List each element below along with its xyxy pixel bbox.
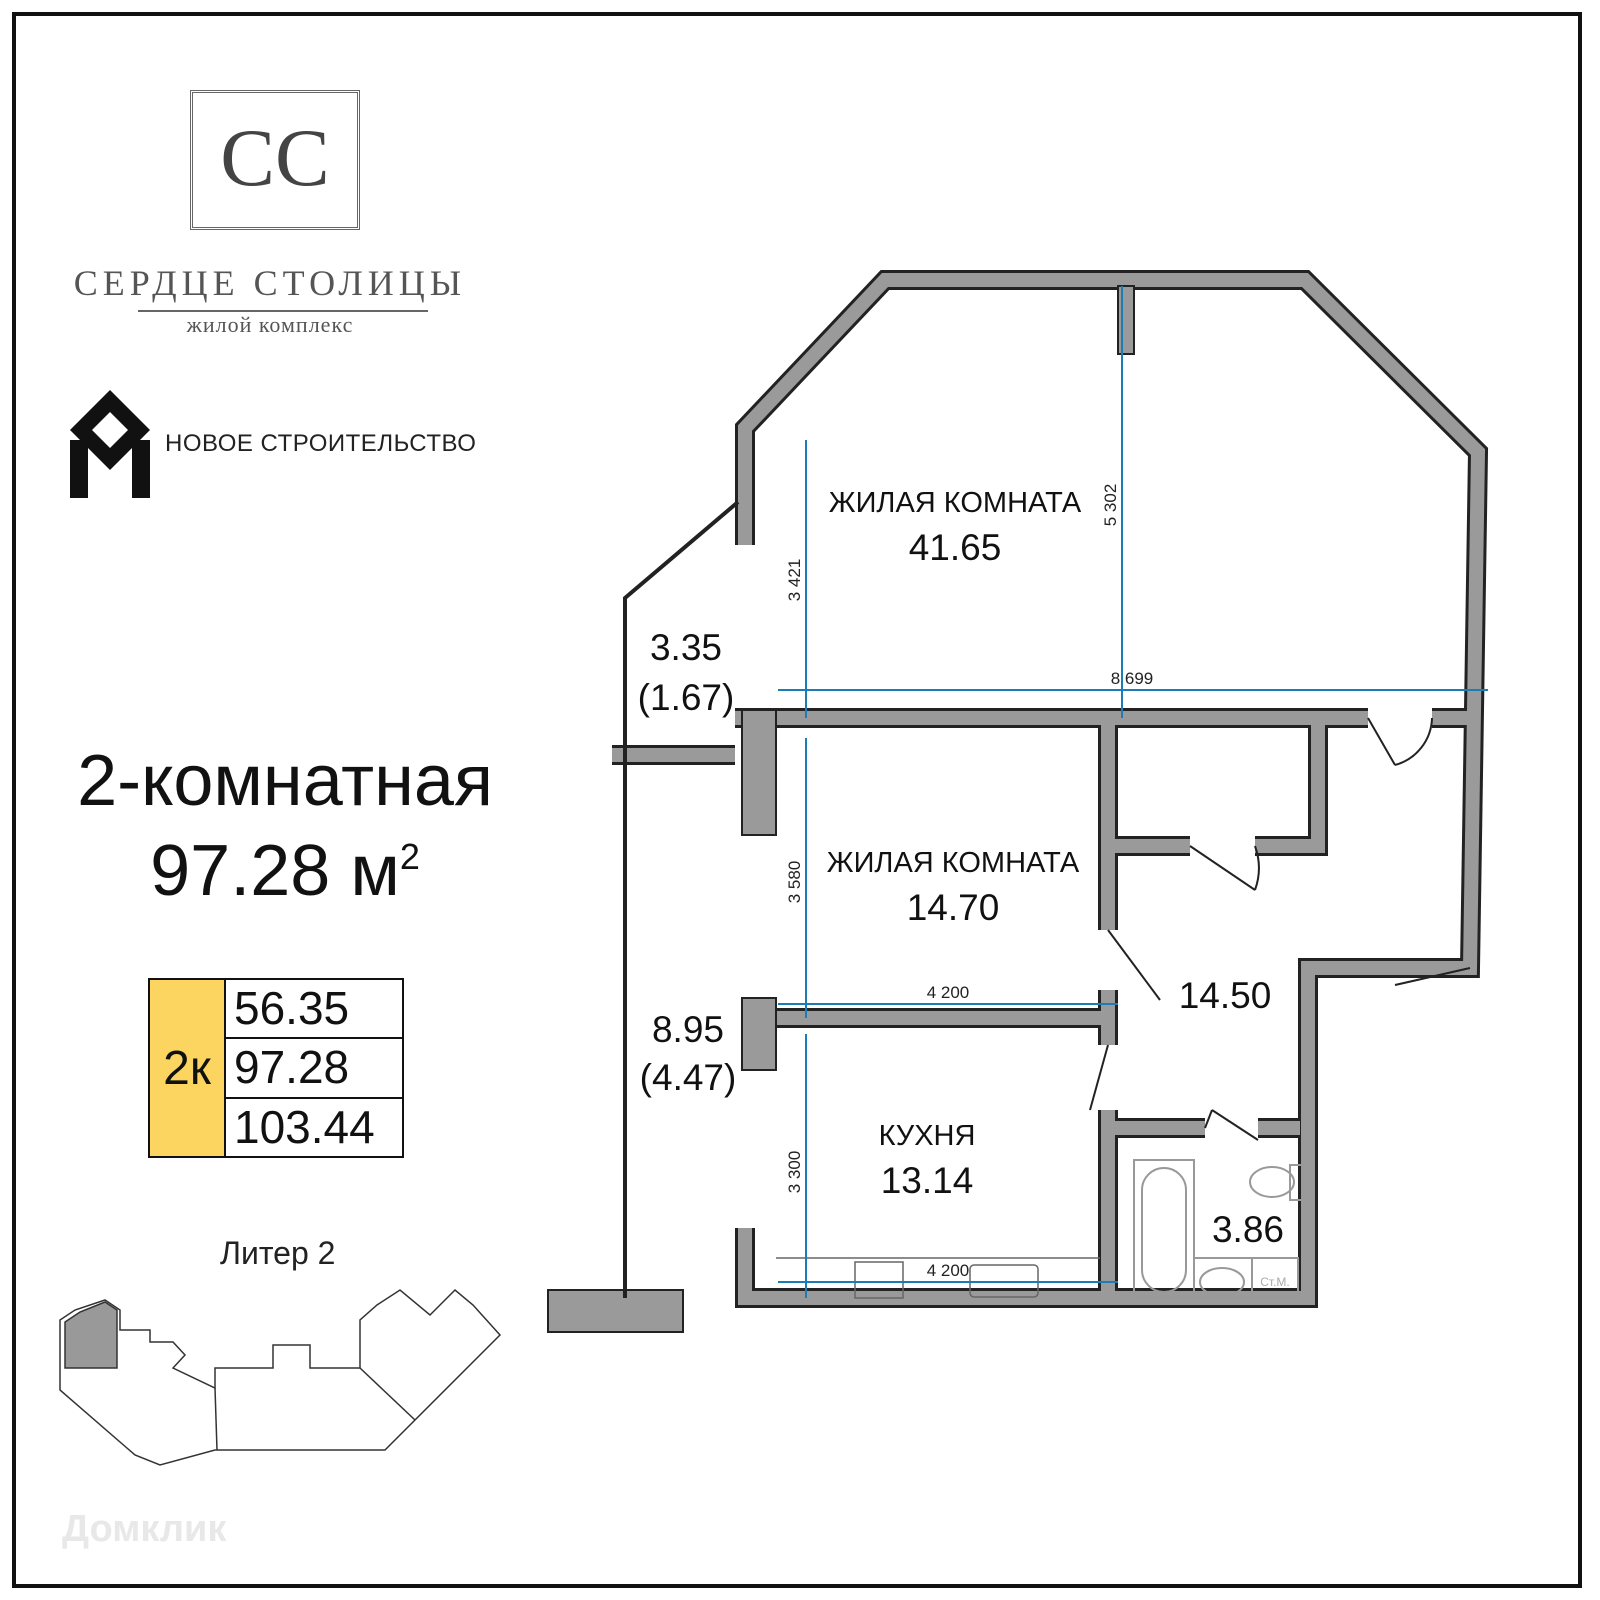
apartment-area: 97.28 м2 (0, 830, 570, 912)
complex-name: СЕРДЦЕ СТОЛИЦЫ (73, 263, 467, 303)
room-name: ЖИЛАЯ КОМНАТА (829, 487, 1082, 519)
room-area: 3.86 (1212, 1209, 1284, 1250)
area-unit-exponent: 2 (399, 836, 420, 877)
balcony-reduced-area: (1.67) (638, 677, 735, 718)
toilet-tank-icon (1289, 1164, 1303, 1201)
living-area-value: 56.35 (226, 980, 402, 1040)
building-label: Литер 2 (220, 1235, 336, 1271)
washer-label: Ст.М. (1260, 1275, 1290, 1289)
walls (547, 270, 1489, 1333)
room-area: 41.65 (909, 527, 1002, 568)
key-plan-outline (59, 1288, 502, 1466)
room-name: ЖИЛАЯ КОМНАТА (827, 847, 1080, 879)
building-key-plan (59, 1288, 502, 1466)
developer-logo-icon (70, 390, 150, 498)
room-area: 14.50 (1179, 975, 1272, 1016)
key-plan-section-line (214, 1387, 218, 1451)
room-area: 14.70 (907, 887, 1000, 928)
dimension-label: 3 421 (785, 559, 804, 602)
dimension-label: 4 200 (927, 983, 970, 1002)
watermark-text: Домклик (62, 1508, 227, 1550)
room-name: КУХНЯ (879, 1120, 976, 1152)
balcony-glazing (623, 500, 740, 1298)
dimension-label: 5 302 (1101, 484, 1120, 527)
brand-monogram: CC (220, 112, 330, 203)
balcony-reduced-area: (4.47) (640, 1057, 737, 1098)
bathtub-inner-icon (1141, 1167, 1187, 1293)
dimension-label: 8 699 (1111, 669, 1154, 688)
room-area: 13.14 (881, 1160, 974, 1201)
brand-logo-frame (190, 90, 360, 230)
bathroom-fixtures (1133, 1159, 1303, 1299)
dimension-label: 3 580 (785, 861, 804, 904)
developer-name: НОВОЕ СТРОИТЕЛЬСТВО (165, 430, 477, 457)
sink-icon (1199, 1267, 1245, 1297)
apartment-type: 2-комнатная (77, 741, 493, 821)
toilet-icon (1249, 1166, 1295, 1198)
bathtub-icon (1133, 1159, 1195, 1299)
dimension-lines (778, 286, 1488, 1298)
doors (1089, 717, 1471, 1141)
complex-subtitle: жилой комплекс (186, 312, 354, 337)
room-labels: ЖИЛАЯ КОМНАТА 41.65 ЖИЛАЯ КОМНАТА 14.70 … (638, 487, 1284, 1250)
key-plan-section-line (359, 1367, 416, 1421)
brand-divider (138, 310, 428, 312)
area-with-balcony-value: 103.44 (234, 1100, 375, 1153)
washer-box (1251, 1257, 1299, 1299)
key-plan-highlighted-apartment (64, 1301, 118, 1369)
total-area-value: 97.28 (226, 1039, 402, 1099)
page-border (12, 12, 1582, 1588)
area-value: 97.28 м (150, 831, 400, 911)
balcony-area: 8.95 (652, 1009, 724, 1050)
dimension-label: 4 200 (927, 1261, 970, 1280)
area-spec-table: 2к 56.35 97.28 103.44 (148, 978, 404, 1158)
dimension-label: 3 300 (785, 1151, 804, 1194)
balcony-area: 3.35 (650, 627, 722, 668)
rooms-badge: 2к (150, 980, 226, 1156)
stove-icon (854, 1261, 904, 1299)
